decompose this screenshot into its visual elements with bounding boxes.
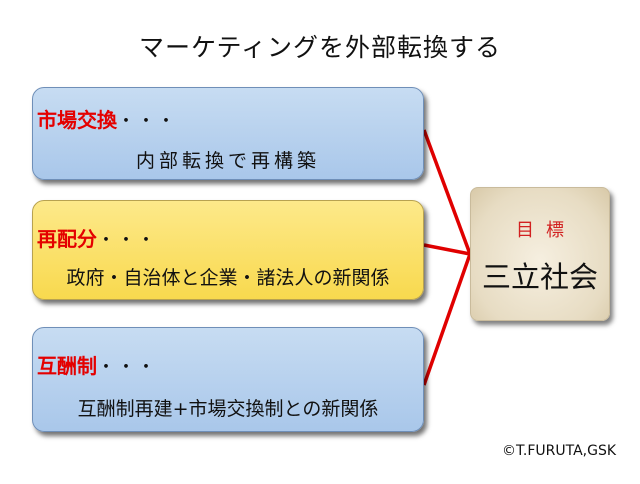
connector-line-bottom [422, 253, 472, 386]
connector-line-middle [423, 243, 471, 256]
redistribution-dots: ・・・ [97, 230, 157, 251]
diagram-title: マーケティングを外部転換する [138, 33, 501, 62]
reciprocity-heading: 互酬制・・・ [37, 350, 157, 379]
redistribution-description: 政府・自治体と企業・諸法人の新関係 [66, 267, 390, 289]
market-exchange-box: 市場交換・・・ 内部転換で再構築 [32, 87, 424, 180]
redistribution-heading: 再配分・・・ [37, 223, 157, 252]
goal-main-text: 三立社会 [481, 260, 598, 294]
goal-box: 目標 三立社会 [470, 187, 610, 321]
reciprocity-box: 互酬制・・・ 互酬制再建+市場交換制との新関係 [32, 327, 424, 432]
market-exchange-description: 内部転換で再構築 [135, 150, 320, 172]
reciprocity-description: 互酬制再建+市場交換制との新関係 [77, 398, 379, 420]
redistribution-box: 再配分・・・ 政府・自治体と企業・諸法人の新関係 [32, 200, 424, 300]
copyright-notice: ©T.FURUTA,GSK [502, 443, 617, 459]
market-exchange-dots: ・・・ [117, 111, 177, 132]
goal-label: 目標 [516, 220, 576, 241]
redistribution-title: 再配分 [37, 227, 97, 251]
reciprocity-title: 互酬制 [37, 354, 97, 378]
connector-line-top [422, 129, 472, 255]
market-exchange-title: 市場交換 [37, 108, 117, 132]
reciprocity-dots: ・・・ [97, 357, 157, 378]
market-exchange-heading: 市場交換・・・ [37, 104, 177, 133]
